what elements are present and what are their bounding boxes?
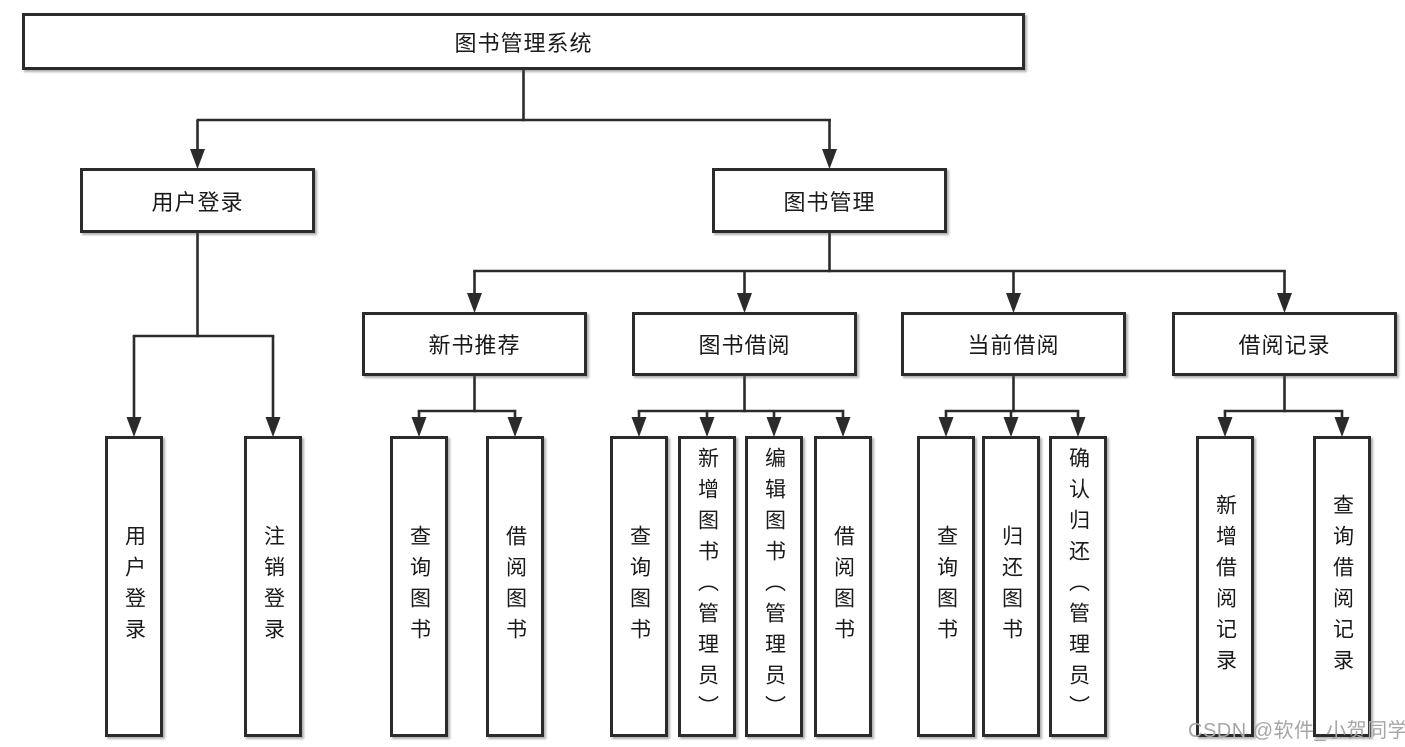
node-label: 查询图书 <box>934 524 958 649</box>
watermark-text: CSDN @软件_小贺同学 <box>1188 720 1405 742</box>
node-label: 借阅记录 <box>1238 333 1331 358</box>
node-label: 用户登录 <box>122 524 146 649</box>
leaf-return-book: 归还图书 <box>982 436 1040 737</box>
node-label: 注销登录 <box>261 524 285 649</box>
arrowhead-icon <box>1334 417 1350 437</box>
node-label: 借阅图书 <box>831 524 855 649</box>
node-label: 归还图书 <box>999 524 1023 649</box>
leaf-query-borrow-record: 查询借阅记录 <box>1313 436 1371 737</box>
node-label: 查询借阅记录 <box>1330 493 1354 680</box>
leaf-confirm-return-admin: 确认归还（管理员） <box>1049 436 1107 737</box>
arrowhead-icon <box>699 417 715 437</box>
node-book-borrow: 图书借阅 <box>632 312 857 376</box>
node-label: 图书借阅 <box>698 333 791 358</box>
arrowhead-icon <box>631 417 647 437</box>
node-label: 图书管理系统 <box>454 30 593 56</box>
node-label: 图书管理 <box>783 189 876 215</box>
arrowhead-icon <box>1217 417 1233 437</box>
leaf-edit-book-admin: 编辑图书（管理员） <box>745 436 803 737</box>
node-new-book-recommend: 新书推荐 <box>362 312 587 376</box>
node-borrow-records: 借阅记录 <box>1172 312 1397 376</box>
node-label: 查询图书 <box>407 524 431 649</box>
arrowhead-icon <box>1006 293 1021 313</box>
node-user-login: 用户登录 <box>80 168 315 233</box>
arrowhead-icon <box>411 417 427 437</box>
leaf-user-login: 用户登录 <box>105 436 163 737</box>
arrowhead-icon <box>822 149 837 169</box>
leaf-logout: 注销登录 <box>244 436 302 737</box>
node-label: 当前借阅 <box>967 333 1060 358</box>
leaf-query-books-current: 查询图书 <box>917 436 975 737</box>
node-label: 查询图书 <box>627 524 651 649</box>
leaf-query-books-borrow: 查询图书 <box>610 436 668 737</box>
arrowhead-icon <box>737 293 752 313</box>
arrowhead-icon <box>1277 293 1292 313</box>
node-label: 用户登录 <box>151 189 244 215</box>
node-label: 借阅图书 <box>503 524 527 649</box>
arrowhead-icon <box>938 417 954 437</box>
arrowhead-icon <box>766 417 782 437</box>
node-book-management: 图书管理 <box>712 168 947 233</box>
leaf-add-borrow-record: 新增借阅记录 <box>1196 436 1254 737</box>
node-label: 新书推荐 <box>428 333 521 358</box>
node-label: 新增借阅记录 <box>1213 493 1237 680</box>
node-label: 新增图书（管理员） <box>695 447 719 726</box>
arrowhead-icon <box>126 417 142 437</box>
arrowhead-icon <box>1003 417 1019 437</box>
leaf-borrow-books: 借阅图书 <box>814 436 872 737</box>
node-library-management-system: 图书管理系统 <box>22 13 1025 70</box>
node-current-borrow: 当前借阅 <box>901 312 1126 376</box>
arrowhead-icon <box>190 149 205 169</box>
arrowhead-icon <box>467 293 482 313</box>
leaf-add-book-admin: 新增图书（管理员） <box>678 436 736 737</box>
leaf-query-books-recommend: 查询图书 <box>390 436 448 737</box>
arrowhead-icon <box>507 417 523 437</box>
leaf-borrow-books-recommend: 借阅图书 <box>486 436 544 737</box>
node-label: 确认归还（管理员） <box>1066 447 1090 726</box>
arrowhead-icon <box>265 417 281 437</box>
arrowhead-icon <box>1070 417 1086 437</box>
arrowhead-icon <box>835 417 851 437</box>
node-label: 编辑图书（管理员） <box>762 447 786 726</box>
